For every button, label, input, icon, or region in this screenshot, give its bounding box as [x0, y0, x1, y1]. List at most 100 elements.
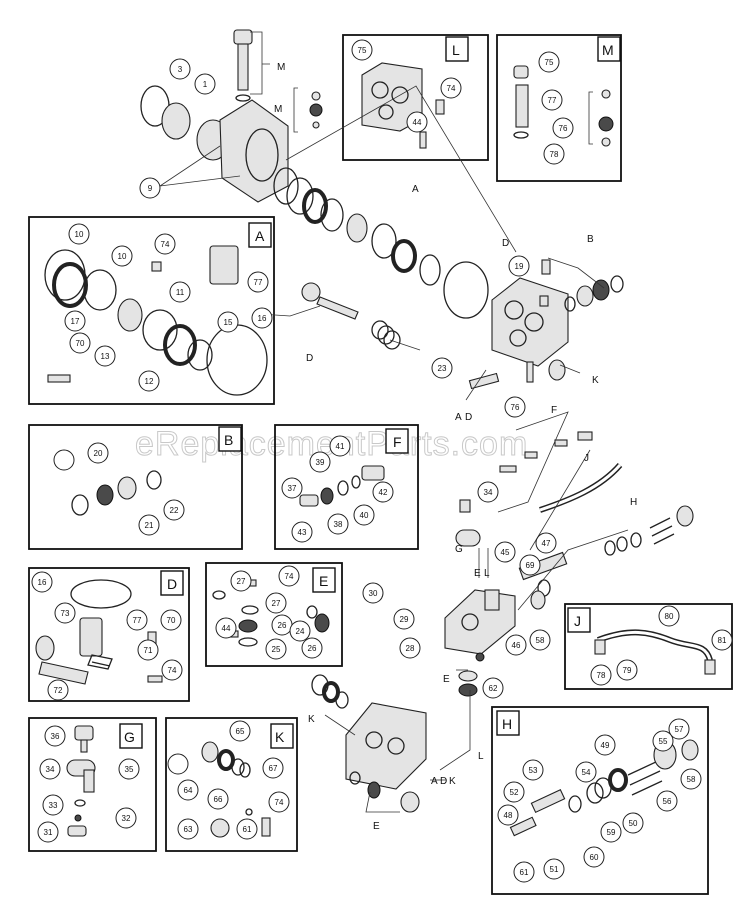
callout-62: 62 [482, 677, 504, 699]
callout-circle [538, 51, 560, 73]
callout-number: 58 [687, 775, 696, 784]
callout-67: 67 [262, 757, 284, 779]
callout-number: 56 [663, 797, 672, 806]
callout-circle [207, 788, 229, 810]
callout-circle [194, 73, 216, 95]
callout-23: 23 [431, 357, 453, 379]
kit-box-h: H [491, 706, 709, 895]
callout-circle [160, 609, 182, 631]
callout-number: 53 [529, 766, 538, 775]
callout-28: 28 [399, 637, 421, 659]
callout-77: 77 [541, 89, 563, 111]
callout-number: 1 [203, 80, 208, 89]
callout-circle [236, 818, 258, 840]
callout-circle [393, 608, 415, 630]
callout-number: 74 [275, 798, 284, 807]
callout-1: 1 [194, 73, 216, 95]
callout-number: 74 [447, 84, 456, 93]
callout-39: 39 [309, 451, 331, 473]
callout-number: 24 [296, 627, 305, 636]
callout-41: 41 [329, 435, 351, 457]
callout-52: 52 [503, 781, 525, 803]
callout-circle [529, 629, 551, 651]
callout-circle [53, 449, 75, 471]
callout-circle [440, 77, 462, 99]
callout-number: 50 [629, 819, 638, 828]
callout-number: 16 [38, 578, 47, 587]
callout-10: 10 [68, 223, 90, 245]
callout-circle [42, 794, 64, 816]
main-label-j: J [584, 453, 589, 464]
callout-36: 36 [44, 725, 66, 747]
callout-number: 11 [176, 288, 185, 297]
callout-11: 11 [169, 281, 191, 303]
callout-circle [622, 812, 644, 834]
callout-number: 37 [288, 484, 297, 493]
callout-number: 10 [118, 252, 127, 261]
callout-number: 26 [278, 621, 287, 630]
callout-circle [262, 757, 284, 779]
kit-box-l: L [342, 34, 489, 161]
callout-number: 31 [44, 828, 53, 837]
main-label-d-2: D [306, 353, 313, 364]
callout-circle [543, 858, 565, 880]
callout-circle [118, 758, 140, 780]
callout-number: 33 [49, 801, 58, 810]
main-label-a-3: A [431, 776, 438, 787]
callout-81: 81 [711, 629, 733, 651]
callout-circle [39, 758, 61, 780]
callout-17: 17 [64, 310, 86, 332]
main-letters: M M A D B D K A D F J H G E L E K L A D … [274, 62, 637, 832]
callout-circle [513, 861, 535, 883]
callout-32: 32 [115, 807, 137, 829]
callout-circle [177, 779, 199, 801]
main-label-m-1: M [277, 62, 285, 73]
callout-number: 39 [316, 458, 325, 467]
callout-circle [177, 818, 199, 840]
callout-66: 66 [207, 788, 229, 810]
callout-circle [137, 639, 159, 661]
callout-circle [309, 451, 331, 473]
callout-44: 44 [406, 111, 428, 133]
callout-circle [268, 791, 290, 813]
callout-74: 74 [278, 565, 300, 587]
callout-circle [230, 570, 252, 592]
callout-number: 71 [144, 646, 153, 655]
callout-42: 42 [372, 481, 394, 503]
callout-circle [138, 514, 160, 536]
callout-70: 70 [160, 609, 182, 631]
callout-12: 12 [138, 370, 160, 392]
callout-number: 69 [526, 561, 535, 570]
main-label-g: G [455, 544, 463, 555]
kit-label-f: F [393, 434, 402, 450]
callout-3: 3 [169, 58, 191, 80]
kit-label-k: K [275, 729, 285, 745]
callout-53: 53 [522, 759, 544, 781]
callout-number: 78 [597, 671, 606, 680]
callout-74: 74 [440, 77, 462, 99]
callout-48: 48 [497, 804, 519, 826]
callout-number: 23 [438, 364, 447, 373]
kit-box-j: J [564, 603, 733, 690]
callout-number: 74 [285, 572, 294, 581]
main-label-l-2: L [478, 751, 484, 762]
callout-number: 64 [184, 786, 193, 795]
kit-box-k: K [165, 717, 298, 852]
callout-number: 17 [71, 317, 80, 326]
callout-number: 46 [512, 641, 521, 650]
callout-number: 78 [550, 150, 559, 159]
leader-lines [159, 31, 629, 813]
callout-49: 49 [594, 734, 616, 756]
callout-number: 77 [254, 278, 263, 287]
callout-circle [522, 759, 544, 781]
callout-number: 66 [214, 795, 223, 804]
callout-45: 45 [494, 541, 516, 563]
callout-circle [541, 89, 563, 111]
callout-13: 13 [94, 345, 116, 367]
callout-9: 9 [139, 177, 161, 199]
callout-20: 20 [87, 442, 109, 464]
callout-number: 44 [222, 624, 231, 633]
callout-number: 9 [148, 184, 153, 193]
callout-circle [353, 504, 375, 526]
callout-number: 55 [659, 737, 668, 746]
